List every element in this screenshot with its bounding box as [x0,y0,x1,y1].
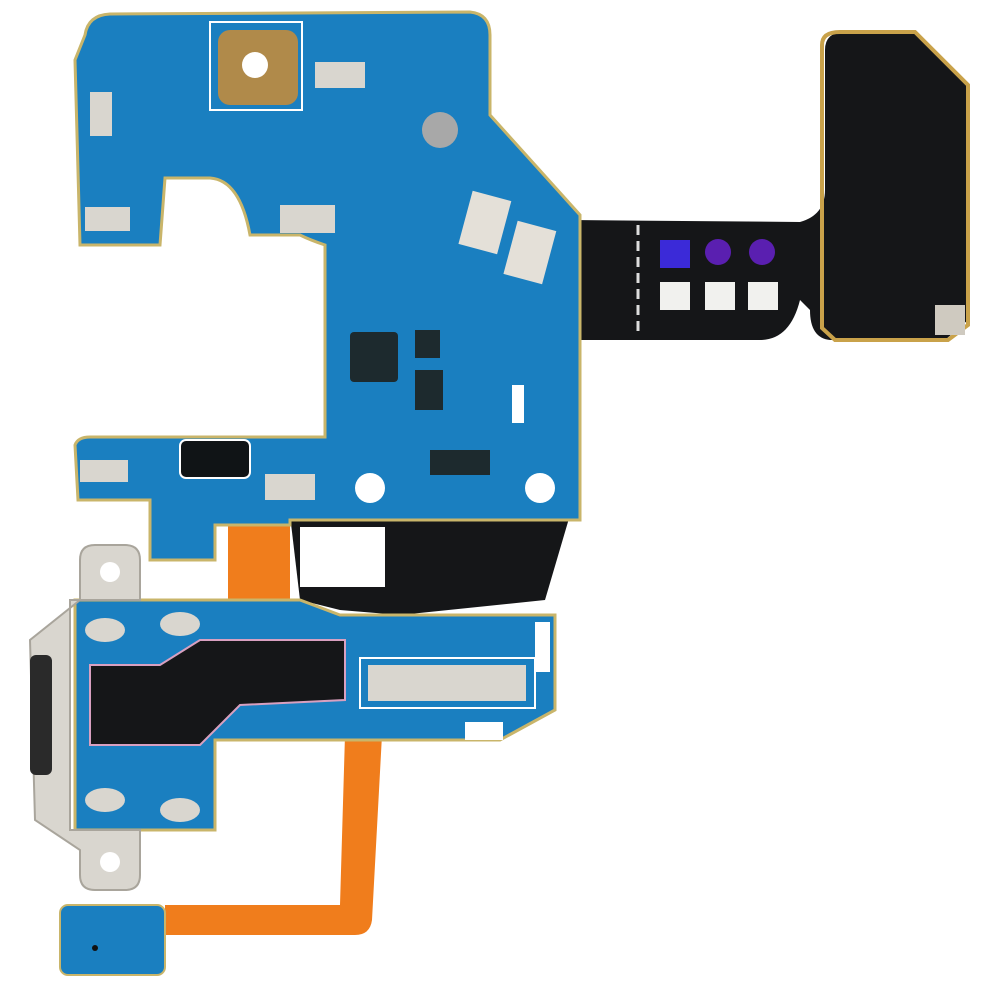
violet-mark [749,239,775,265]
metal-contact-strip [368,665,526,701]
pcb-components [80,21,557,503]
silkscreen-box [359,657,536,709]
spring-contact [280,205,335,233]
solder-pad [160,798,200,822]
flex-pad [705,282,735,310]
screw-hole [100,562,120,582]
transistor [430,450,490,475]
main-pcb-board [73,10,582,562]
silkscreen-box [209,21,303,111]
black-shield-area [89,639,346,746]
spring-contact [458,190,512,255]
orange-flex [165,520,382,935]
flex-cutout [300,527,385,587]
spring-contact [315,62,365,88]
large-pad-outline [820,30,970,342]
white-pad [465,722,503,740]
pad-corner [935,305,965,335]
black-module [179,439,251,479]
spring-contact [85,207,130,231]
orange-flex-bottom [165,735,382,935]
white-pad [535,622,550,672]
microphone-hole [92,945,98,951]
spring-contact [90,92,112,136]
ic-chip [415,370,443,410]
orange-flex-top [228,520,290,605]
flex-pad [660,282,690,310]
mount-hole [355,473,385,503]
spring-contact [80,460,128,482]
black-flex-cable [570,30,970,342]
usb-c-port-opening [30,655,52,775]
mount-hole [525,473,555,503]
spring-contact [265,474,315,500]
silkscreen-bar [512,385,524,423]
spring-contact [503,220,557,285]
solder-pad [160,612,200,636]
ic-chip [415,330,440,358]
microphone-board [59,904,166,976]
ic-chip [350,332,398,382]
solder-pad [85,788,125,812]
connector-metal-frame [28,544,141,891]
round-pad [422,112,458,148]
violet-mark [660,240,690,268]
flex-pad [748,282,778,310]
screw-hole [100,852,120,872]
usb-c-connector [28,544,141,891]
mount-hole [242,52,268,78]
solder-pad [85,618,125,642]
violet-mark [705,239,731,265]
